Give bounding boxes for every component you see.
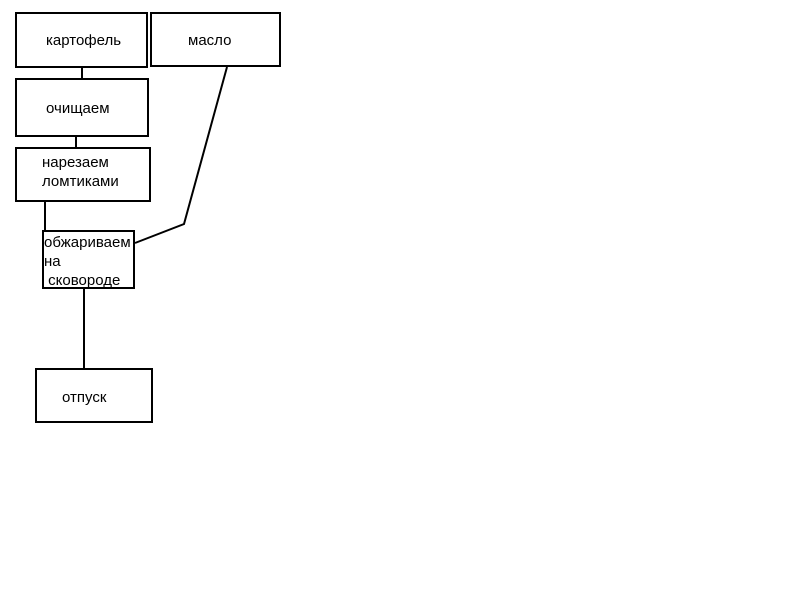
node-fry: обжариваем на сковороде [42,230,135,289]
node-oil-label: масло [188,32,232,49]
edge-oil-fry [134,66,228,244]
node-cut-label: нарезаем ломтиками [42,154,119,190]
node-fry-label: обжариваем на сковороде [44,234,131,289]
node-peel: очищаем [15,78,149,137]
node-potato-label: картофель [46,32,122,49]
node-oil: масло [150,12,281,67]
node-serve-label: отпуск [62,389,107,406]
node-serve: отпуск [35,368,153,423]
node-potato: картофель [15,12,148,68]
node-cut: нарезаем ломтиками [15,147,151,202]
node-peel-label: очищаем [46,100,110,117]
